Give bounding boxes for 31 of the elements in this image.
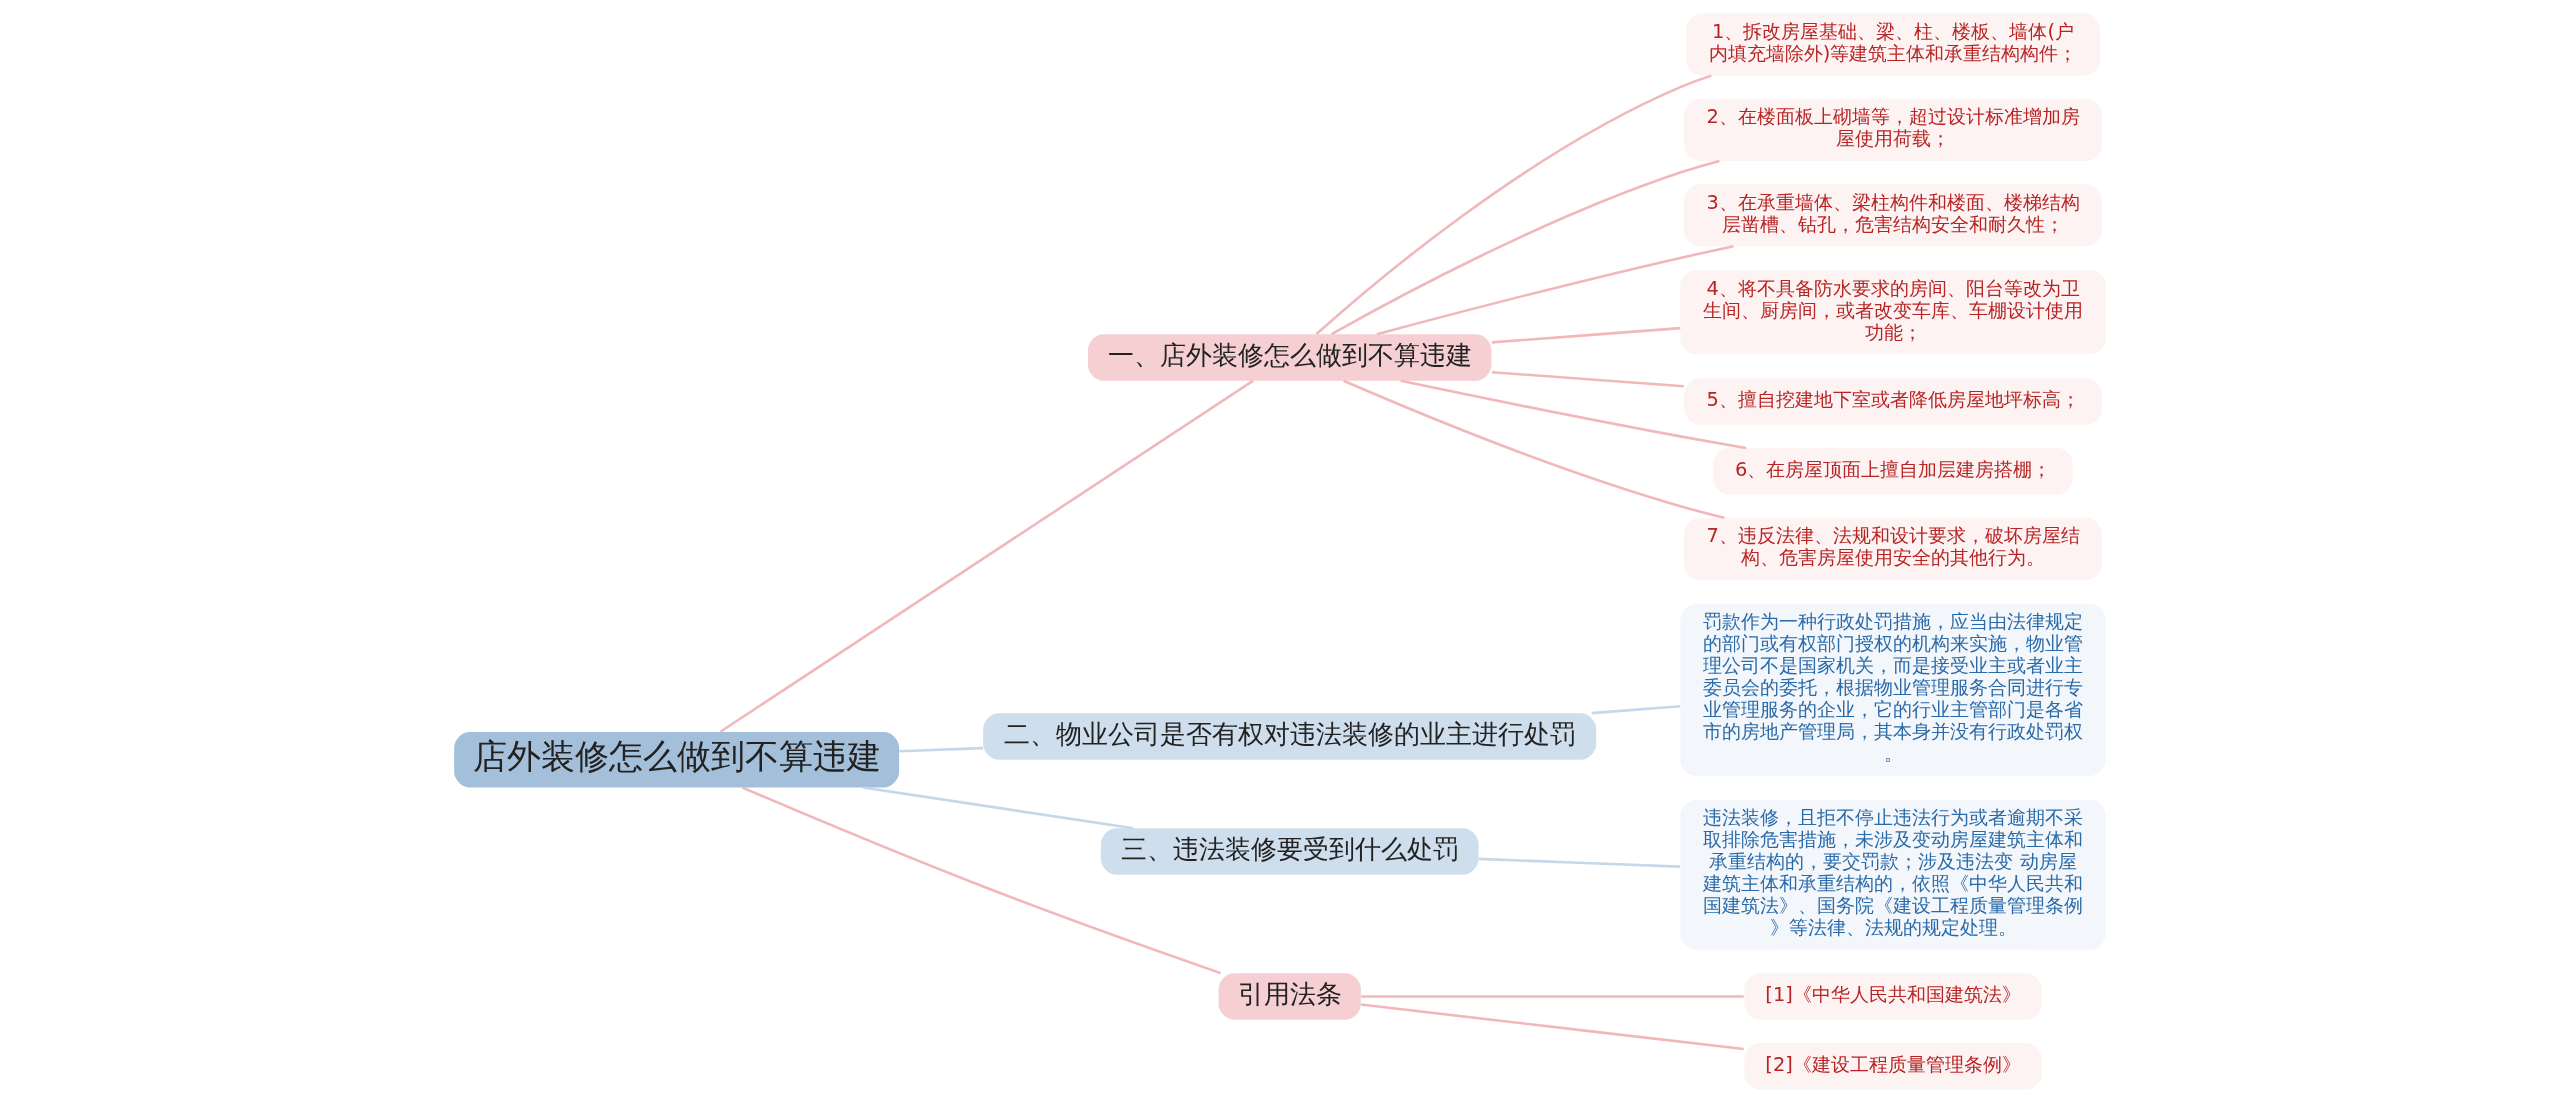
node-box: 6、在房屋顶面上擅自加层建房搭棚； [1713,448,2073,495]
connector [1478,857,1680,868]
node-box: 三、违法装修要受到什么处罚 [1100,828,1479,875]
connector [899,746,984,753]
node-box: 4、将不具备防水要求的房间、阳台等改为卫生间、厨房间，或者改变车库、车棚设计使用功能； [1680,270,2106,355]
node-box: 一、店外装修怎么做到不算违建 [1087,334,1492,381]
connector [741,786,1222,975]
node-box: 违法装修，且拒不停止违法行为或者逾期不采取排除危害措施，未涉及变动房屋建筑主体和承重结构的，要交罚款；涉及违法变 动房屋建筑主体和承重结构的，依照《中华人民共和国建筑法》、国务院《建设工程质量管理条例》等法律、法规的规定处理。 [1680,799,2106,950]
node-box: 3、在承重墙体、梁柱构件和楼面、楼梯结构层凿槽、钻孔，危害结构安全和耐久性； [1684,184,2102,247]
connector [1361,995,1744,998]
node-box: [2]《建设工程质量管理条例》 [1744,1043,2042,1090]
connector [1315,74,1712,335]
connector [1400,379,1747,450]
connector [719,379,1254,733]
connector [862,786,1134,830]
connector [1491,370,1684,388]
connector [1591,705,1681,715]
connector [1360,1003,1744,1051]
connector [1376,245,1734,336]
connector [1491,326,1681,344]
node-box: 2、在楼面板上砌墙等，超过设计标准增加房屋使用荷载； [1684,98,2102,161]
node-box: [1]《中华人民共和国建筑法》 [1744,973,2042,1020]
node-box: 7、违反法律、法规和设计要求，破坏房屋结构、危害房屋使用安全的其他行为。 [1684,517,2102,580]
node-box: 1、拆改房屋基础、梁、柱、楼板、墙体(户内填充墙除外)等建筑主体和承重结构构件； [1686,13,2100,76]
node-box: 引用法条 [1218,973,1361,1020]
node-box: 5、擅自挖建地下室或者降低房屋地坪标高； [1684,378,2102,425]
connector [1343,379,1725,520]
node-box: 罚款作为一种行政处罚措施，应当由法律规定的部门或有权部门授权的机构来实施，物业管理公司不是国家机关，而是接受业主或者业主委员会的委托，根据物业管理服务合同进行专业管理服务的企业，它的行业主管部门是各省市的房地产管理局，其本身并没有行政处罚权。 [1680,603,2106,776]
connector [1331,159,1720,336]
node-box: 店外装修怎么做到不算违建 [454,731,900,788]
node-box: 二、物业公司是否有权对违法装修的业主进行处罚 [983,713,1597,760]
